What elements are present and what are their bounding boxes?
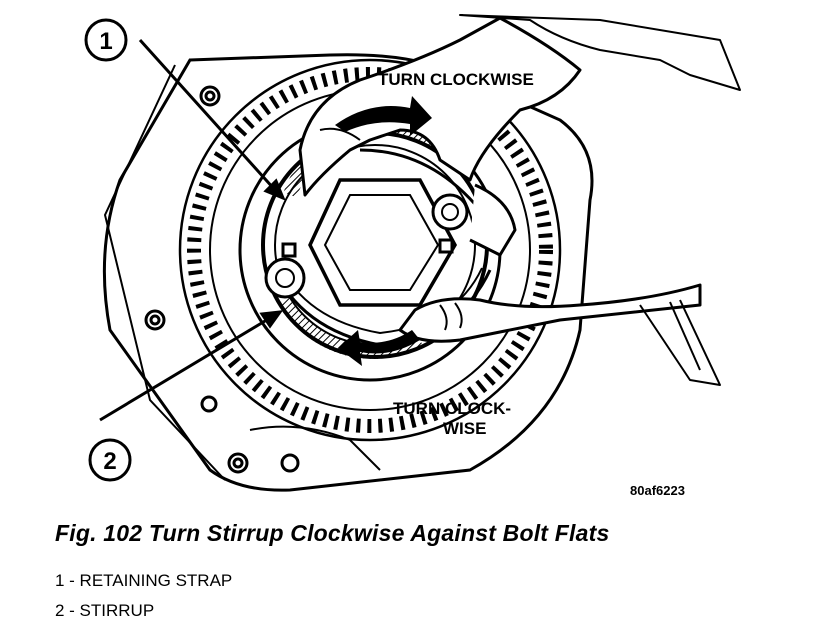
legend-item-stirrup: 2 - STIRRUP [55, 601, 155, 620]
rotation-arrow-top [335, 96, 432, 136]
lower-hand [398, 283, 721, 386]
figure-caption: Fig. 102 Turn Stirrup Clockwise Against … [55, 520, 610, 546]
callout-2: 2 [88, 438, 132, 482]
callout-1-number: 1 [99, 28, 112, 55]
figure-illustration: 1 2 TURN CLOCKWISE TURN CLOCK- WISE 80af… [84, 14, 741, 498]
legend-item-retaining-strap: 1 - RETAINING STRAP [55, 571, 233, 590]
label-turn-clockwise-bottom-line2: WISE [443, 419, 486, 438]
artwork-code: 80af6223 [630, 483, 685, 498]
upper-hand [298, 14, 741, 257]
label-turn-clockwise-top: TURN CLOCKWISE [378, 70, 534, 89]
legend-list: 1 - RETAINING STRAP 2 - STIRRUP [55, 566, 232, 626]
stirrup-rollers [264, 193, 469, 299]
leader-lines [99, 38, 286, 422]
callout-1: 1 [84, 18, 128, 62]
bolt-hex-head [308, 178, 458, 307]
rotation-arrow-bottom [338, 330, 420, 366]
callout-2-number: 2 [103, 448, 116, 475]
label-turn-clockwise-bottom-line1: TURN CLOCK- [393, 399, 511, 418]
